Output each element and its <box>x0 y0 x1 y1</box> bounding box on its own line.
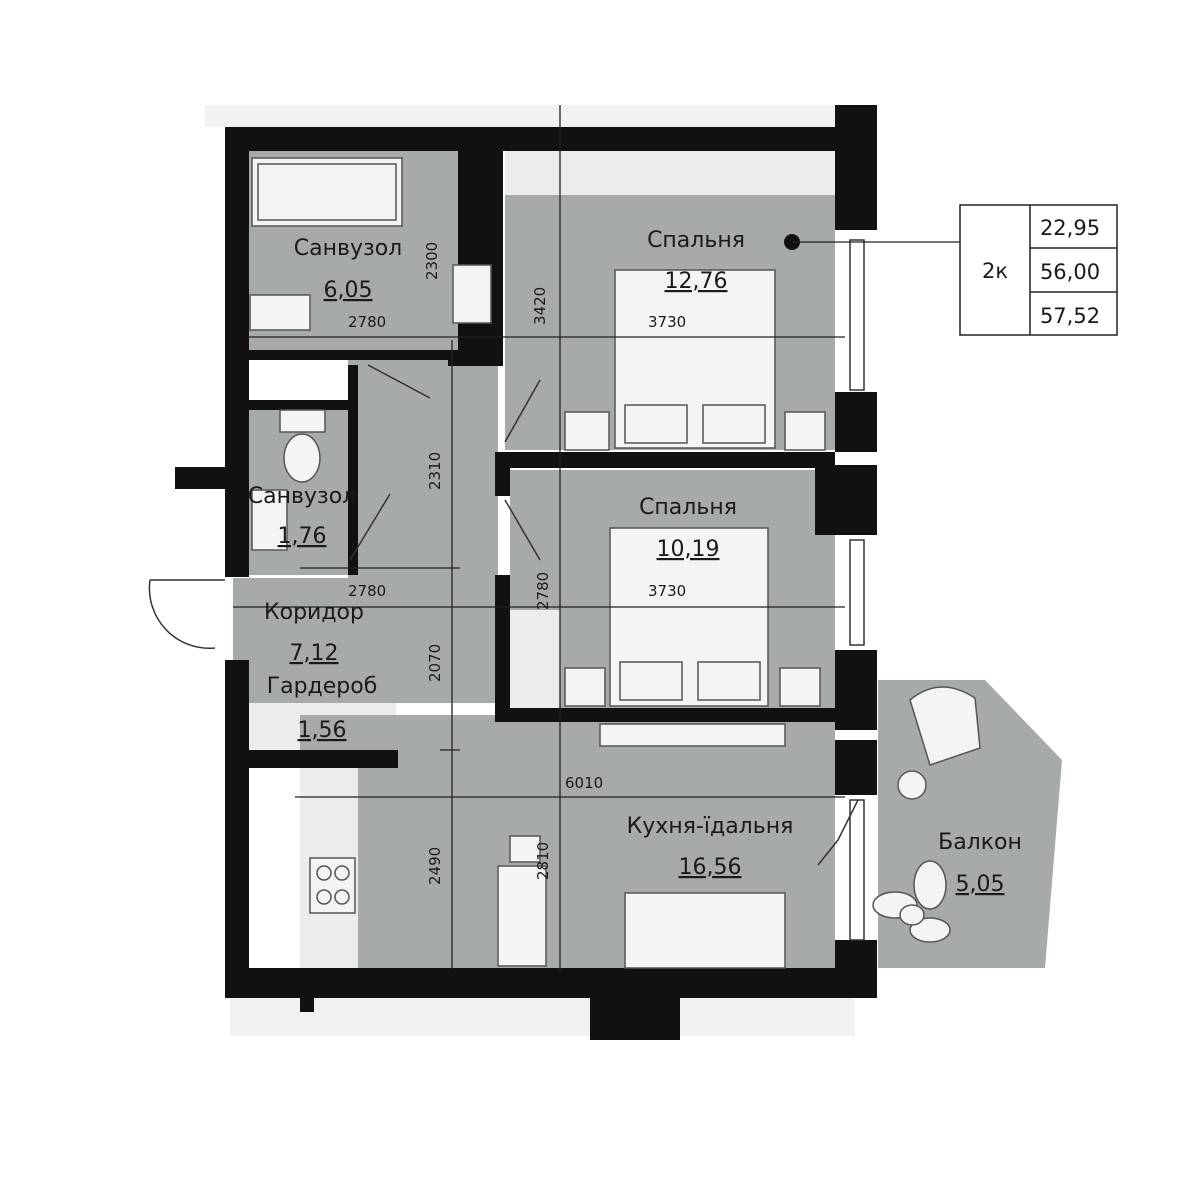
dim-2780-vertical: 2780 <box>534 572 552 610</box>
dining-table <box>497 835 547 967</box>
dim-6010: 6010 <box>565 774 603 792</box>
outer-context-top <box>205 105 835 127</box>
legend-living-area: 22,95 <box>1040 216 1100 240</box>
dimension-lines <box>233 105 845 970</box>
room-name-balcony: Балкон <box>938 830 1022 855</box>
dim-2810: 2810 <box>534 842 552 880</box>
room-area-bedroom-2: 10,19 <box>657 537 720 562</box>
room-area-wardrobe: 1,56 <box>298 718 347 743</box>
dim-3420: 3420 <box>531 287 549 325</box>
room-name-kitchen: Кухня-їдальня <box>627 814 794 839</box>
doors <box>148 364 859 866</box>
bathtub <box>251 157 403 227</box>
room-name-bathroom-main: Санвузол <box>294 236 402 261</box>
walls <box>175 105 877 1040</box>
dim-2780-mid: 2780 <box>348 582 386 600</box>
balcony-plant <box>872 860 951 943</box>
dim-2490: 2490 <box>426 847 444 885</box>
kitchen-sideboard <box>599 723 786 747</box>
room-name-corridor: Коридор <box>264 600 364 625</box>
legend-total-area: 56,00 <box>1040 260 1100 284</box>
dim-2300: 2300 <box>423 242 441 280</box>
room-name-bedroom-1: Спальня <box>647 228 745 253</box>
toilet <box>279 409 326 483</box>
dim-2070: 2070 <box>426 644 444 682</box>
dim-3730-mid: 3730 <box>648 582 686 600</box>
dim-2310: 2310 <box>426 452 444 490</box>
dim-2780-top: 2780 <box>348 313 386 331</box>
area-legend: 2к 22,95 56,00 57,52 <box>959 204 1118 336</box>
room-area-bedroom-1: 12,76 <box>665 269 728 294</box>
legend-total-with-balcony: 57,52 <box>1040 304 1100 328</box>
sofa <box>624 892 786 969</box>
room-area-kitchen: 16,56 <box>679 855 742 880</box>
room-name-bathroom-small: Санвузол <box>248 484 356 509</box>
balcony-armchair <box>897 686 981 800</box>
room-area-bathroom-small: 1,76 <box>278 524 327 549</box>
bathroom-sink <box>452 264 492 324</box>
legend-room-count: 2к <box>982 259 1008 283</box>
bathroom-cabinet <box>249 294 311 331</box>
room-area-bathroom-main: 6,05 <box>324 278 373 303</box>
outer-context-bottom <box>230 998 855 1036</box>
cooktop <box>309 857 356 914</box>
small-sink <box>251 489 288 551</box>
windows <box>849 239 865 941</box>
room-name-wardrobe: Гардероб <box>267 674 378 699</box>
floor-corridor-upper <box>348 360 498 578</box>
bed-bedroom-1 <box>564 269 826 451</box>
dim-3730-top: 3730 <box>648 313 686 331</box>
floor-bedroom-2-closet <box>510 610 560 710</box>
floor-bedroom-1-strip <box>505 150 835 195</box>
room-area-corridor: 7,12 <box>290 641 339 666</box>
floor-corridor <box>233 578 498 703</box>
bed-bedroom-2 <box>564 527 821 707</box>
room-name-bedroom-2: Спальня <box>639 495 737 520</box>
room-area-balcony: 5,05 <box>956 872 1005 897</box>
